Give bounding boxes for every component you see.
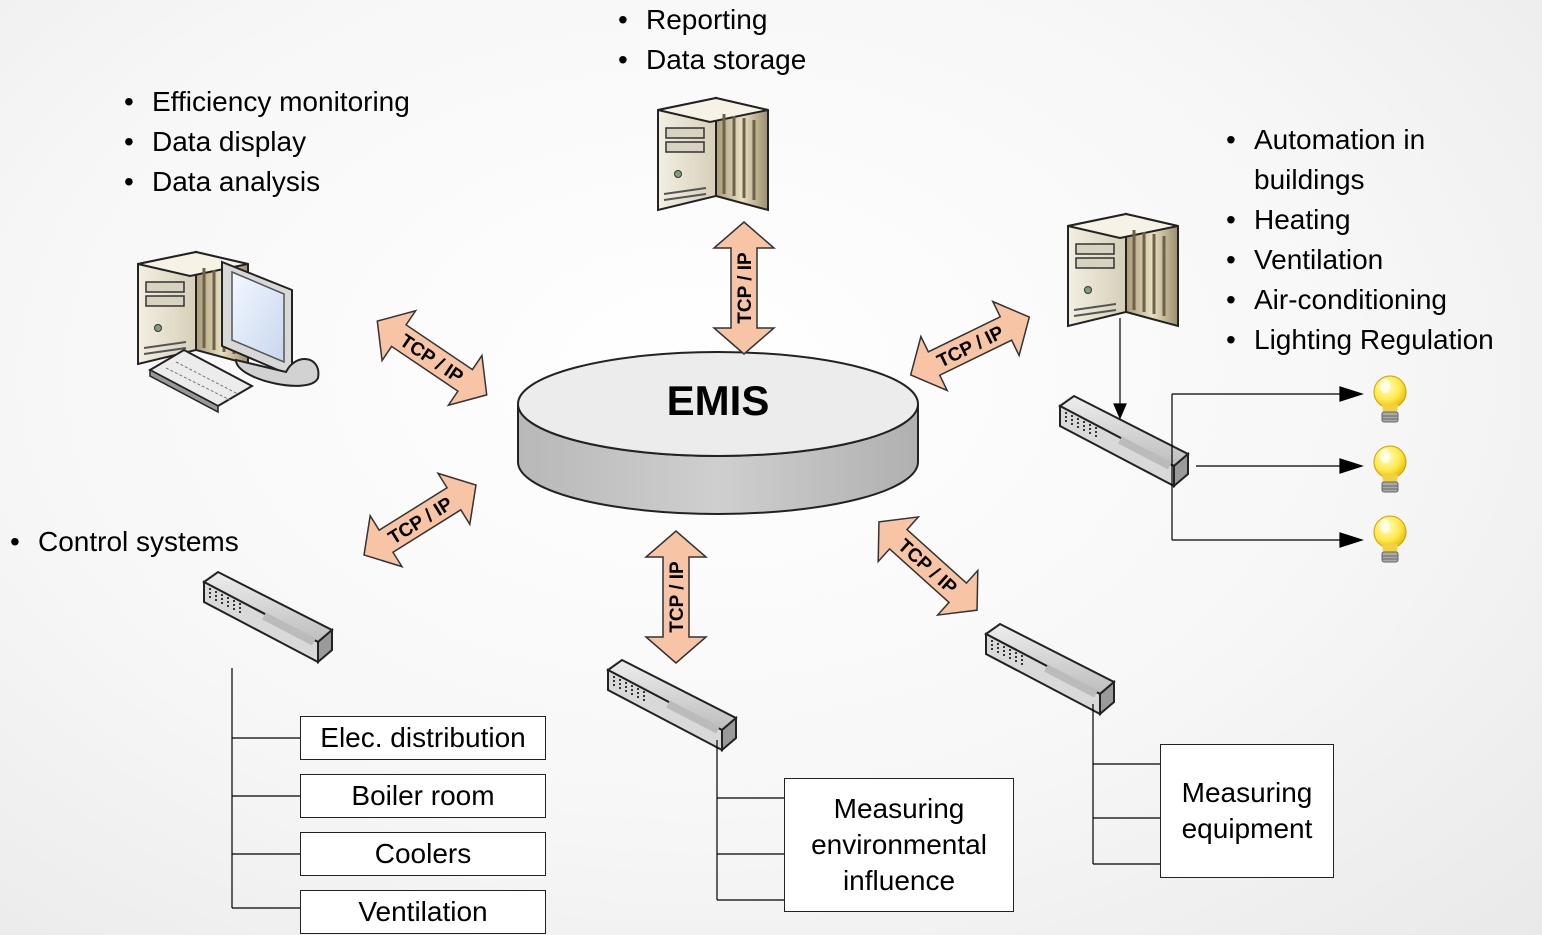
tcp-ip-link-arrow: TCP / IP — [645, 530, 707, 664]
list-item: Control systems — [4, 522, 239, 562]
list-item: Automation in buildings — [1220, 120, 1454, 200]
tcp-ip-link-arrow: TCP / IP — [347, 458, 493, 582]
list-item: Ventilation — [1220, 240, 1535, 280]
list-item: Lighting Regulation — [1220, 320, 1535, 360]
list-item: Data display — [118, 122, 410, 162]
equipment-measuring-box: Measuring equipment — [1160, 744, 1334, 878]
equipment-connectors — [1092, 704, 1160, 865]
list-item: Reporting — [612, 0, 806, 40]
ventilation-box: Ventilation — [300, 890, 546, 934]
tcp-ip-link-arrow: TCP / IP — [858, 498, 998, 634]
light-bulb-icon — [1373, 445, 1407, 493]
environmental-measuring-box: Measuring environmental influence — [784, 778, 1014, 912]
server-icon — [656, 96, 770, 212]
emis-label: EMIS — [666, 377, 770, 424]
lighting-connectors — [1113, 318, 1364, 548]
workstation-icon — [136, 250, 320, 414]
list-item: Efficiency monitoring — [118, 82, 410, 122]
elec-distribution-box: Elec. distribution — [300, 716, 546, 760]
environment-connectors — [716, 740, 784, 901]
tcp-ip-link-arrow: TCP / IP — [896, 289, 1044, 403]
reporting-functions-list: Reporting Data storage — [612, 0, 806, 80]
building-automation-list: Automation in buildings Heating Ventilat… — [1220, 120, 1535, 360]
list-item: Heating — [1220, 200, 1535, 240]
light-bulb-icon — [1373, 515, 1407, 563]
network-switch-icon — [608, 660, 736, 750]
light-bulb-icon — [1373, 375, 1407, 423]
workstation-functions-list: Efficiency monitoring Data display Data … — [118, 82, 410, 202]
list-item: Data storage — [612, 40, 806, 80]
list-item: Data analysis — [118, 162, 410, 202]
svg-text:TCP / IP: TCP / IP — [735, 252, 756, 324]
coolers-box: Coolers — [300, 832, 546, 876]
emis-database-cylinder — [517, 351, 919, 515]
network-switch-icon — [204, 572, 332, 662]
tcp-ip-link-arrow: TCP / IP — [713, 221, 775, 355]
list-item: Air-conditioning — [1220, 280, 1535, 320]
svg-text:TCP / IP: TCP / IP — [893, 535, 960, 599]
svg-text:TCP / IP: TCP / IP — [667, 561, 688, 633]
tcp-ip-link-arrow: TCP / IP — [359, 295, 505, 421]
network-switch-icon — [986, 624, 1114, 714]
boiler-room-box: Boiler room — [300, 774, 546, 818]
control-connectors — [231, 668, 300, 909]
control-systems-list: Control systems — [4, 522, 239, 562]
server-icon — [1066, 212, 1180, 328]
